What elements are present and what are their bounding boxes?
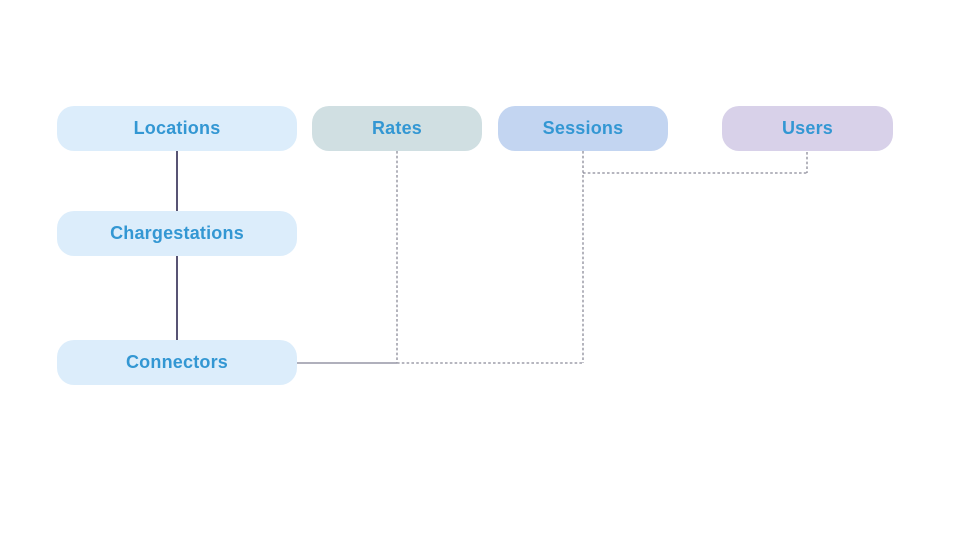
node-users-label: Users	[781, 118, 834, 138]
node-connectors[interactable]: Connectors	[57, 340, 297, 385]
node-connectors-label: Connectors	[125, 352, 228, 372]
node-chargestations[interactable]: Chargestations	[57, 211, 297, 256]
node-rates-label: Rates	[371, 118, 423, 138]
node-locations[interactable]: Locations	[57, 106, 297, 151]
node-rates[interactable]: Rates	[312, 106, 482, 151]
node-sessions[interactable]: Sessions	[498, 106, 668, 151]
node-users[interactable]: Users	[722, 106, 893, 151]
node-locations-label: Locations	[133, 118, 221, 138]
node-chargestations-label: Chargestations	[110, 223, 244, 243]
node-sessions-label: Sessions	[542, 118, 624, 138]
